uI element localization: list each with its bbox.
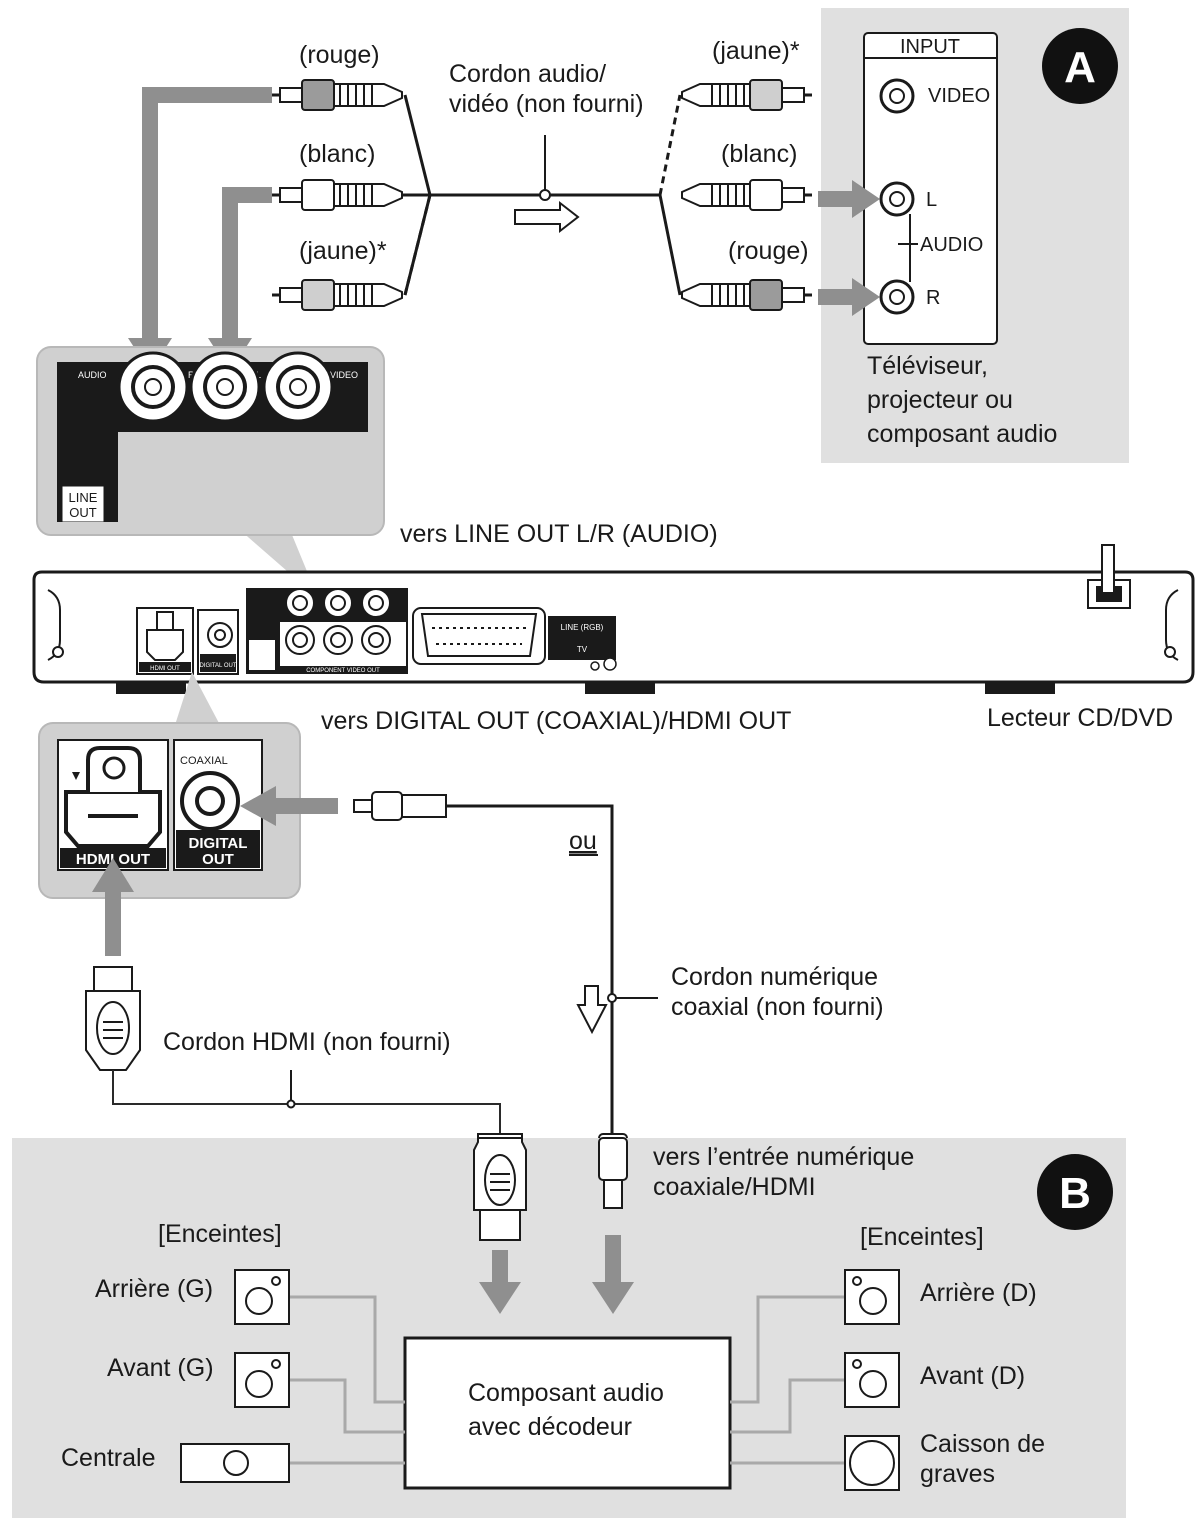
arrow-coax-into-digital [240, 786, 338, 826]
label-rouge-left: (rouge) [299, 41, 380, 69]
speaker-wires [290, 1295, 845, 1465]
zoom-video-jack [262, 351, 334, 423]
arrow-coax-into-decoder [592, 1235, 634, 1314]
label-coax-cord-1: Cordon numérique [671, 963, 878, 991]
speaker-front-left-label: Avant (G) [107, 1354, 214, 1382]
arrow-blanc-to-audio-l [208, 187, 272, 372]
player-tv-label: TV [577, 645, 588, 654]
badge-a: A [1042, 28, 1118, 104]
zoom-r-label: R [188, 370, 195, 380]
cd-dvd-player: HDMI OUT DIGITAL OUT COMPONENT VIDEO OUT… [32, 544, 1195, 694]
signal-direction-arrow [514, 200, 580, 234]
arrow-rouge-to-audio-r [128, 87, 272, 372]
zoom-digital-out-label: OUT [202, 851, 234, 868]
tv-input-panel: INPUT VIDEO L AUDIO R [863, 32, 998, 345]
tv-caption-line2: projecteur ou [867, 386, 1013, 414]
tv-caption-line3: composant audio [867, 420, 1057, 448]
label-hdmi-cord: Cordon HDMI (non fourni) [163, 1028, 451, 1056]
label-coax-cord-2: coaxial (non fourni) [671, 993, 884, 1021]
zoom-callout-digital [175, 672, 220, 725]
speaker-front-right [844, 1352, 900, 1408]
badge-a-letter: A [1064, 43, 1096, 92]
speaker-front-left [234, 1352, 290, 1408]
label-digital-out-to: vers DIGITAL OUT (COAXIAL)/HDMI OUT [321, 707, 791, 735]
line-out-badge: LINE OUT [62, 486, 104, 522]
tv-audio-label: AUDIO [920, 234, 983, 256]
label-rouge-right: (rouge) [728, 237, 809, 265]
plug-blanc-left [270, 178, 404, 212]
zoom-audio-r-jack [117, 351, 189, 423]
arrow-hdmi-into-decoder [479, 1250, 521, 1314]
player-hdmi-label: HDMI OUT [150, 666, 180, 672]
plug-blanc-right [680, 178, 814, 212]
tv-video-label: VIDEO [928, 85, 990, 107]
player-digital-label: DIGITAL OUT [199, 663, 236, 669]
label-blanc-left: (blanc) [299, 140, 375, 168]
hdmi-plug-bottom [473, 1137, 527, 1241]
player-line-rgb-label: LINE (RGB) [561, 623, 604, 632]
label-blanc-right: (blanc) [721, 140, 797, 168]
badge-b: B [1037, 1154, 1113, 1230]
label-cordon-av-1: Cordon audio/ [449, 60, 606, 88]
zoom-digital-label: DIGITAL [189, 835, 248, 852]
coax-direction-arrow [576, 985, 608, 1035]
tv-l-label: L [926, 189, 937, 211]
arrow-into-tv-l [818, 180, 880, 218]
subwoofer-label-1: Caisson de [920, 1430, 1045, 1458]
label-cordon-av-2: vidéo (non fourni) [449, 90, 644, 118]
zoom-video-label: VIDEO [330, 370, 358, 380]
line-out-badge-line: LINE [69, 490, 98, 505]
player-component-label: COMPONENT VIDEO OUT [306, 668, 380, 674]
zoom-digital-out-port: COAXIAL DIGITAL OUT [173, 739, 263, 871]
label-to-input-2: coaxiale/HDMI [653, 1173, 816, 1201]
label-jaune-right: (jaune)* [712, 37, 800, 65]
label-player: Lecteur CD/DVD [987, 704, 1173, 732]
subwoofer-label-2: graves [920, 1460, 995, 1488]
speaker-center-label: Centrale [61, 1444, 156, 1472]
decoder-label-2: avec décodeur [468, 1413, 632, 1441]
line-out-badge-out: OUT [69, 505, 97, 520]
label-ou: ou [569, 827, 597, 855]
zoom-hdmi-out-port: HDMI OUT [57, 739, 169, 871]
label-line-out-to: vers LINE OUT L/R (AUDIO) [400, 520, 718, 548]
plug-jaune-left [270, 278, 404, 312]
plug-jaune-right [680, 78, 814, 112]
zoom-l-label: L [256, 370, 261, 380]
speaker-rear-left [234, 1269, 290, 1325]
coax-plug-bottom [598, 1137, 628, 1209]
zoom-audio-label: AUDIO [78, 370, 107, 380]
decoder-label-1: Composant audio [468, 1379, 664, 1407]
tv-input-header: INPUT [900, 36, 960, 58]
badge-b-letter: B [1059, 1169, 1091, 1218]
speaker-header-right: [Enceintes] [860, 1223, 984, 1251]
tv-r-label: R [926, 287, 940, 309]
tv-caption-line1: Téléviseur, [867, 352, 988, 380]
speaker-center [180, 1443, 290, 1483]
arrow-into-tv-r [818, 278, 880, 316]
speaker-rear-right [844, 1269, 900, 1325]
zoom-coaxial-label: COAXIAL [180, 755, 228, 767]
arrow-hdmi-into-port [92, 858, 134, 956]
decoder-box [403, 1336, 732, 1490]
av-cable [400, 94, 682, 296]
plug-rouge-right [680, 278, 814, 312]
subwoofer [844, 1435, 900, 1491]
label-to-input-1: vers l’entrée numérique [653, 1143, 914, 1171]
zoom-audio-l-jack [189, 351, 261, 423]
speaker-rear-right-label: Arrière (D) [920, 1279, 1037, 1307]
speaker-rear-left-label: Arrière (G) [95, 1275, 213, 1303]
label-jaune-left: (jaune)* [299, 237, 387, 265]
plug-rouge-left [270, 78, 404, 112]
speaker-header-left: [Enceintes] [158, 1220, 282, 1248]
speaker-front-right-label: Avant (D) [920, 1362, 1025, 1390]
